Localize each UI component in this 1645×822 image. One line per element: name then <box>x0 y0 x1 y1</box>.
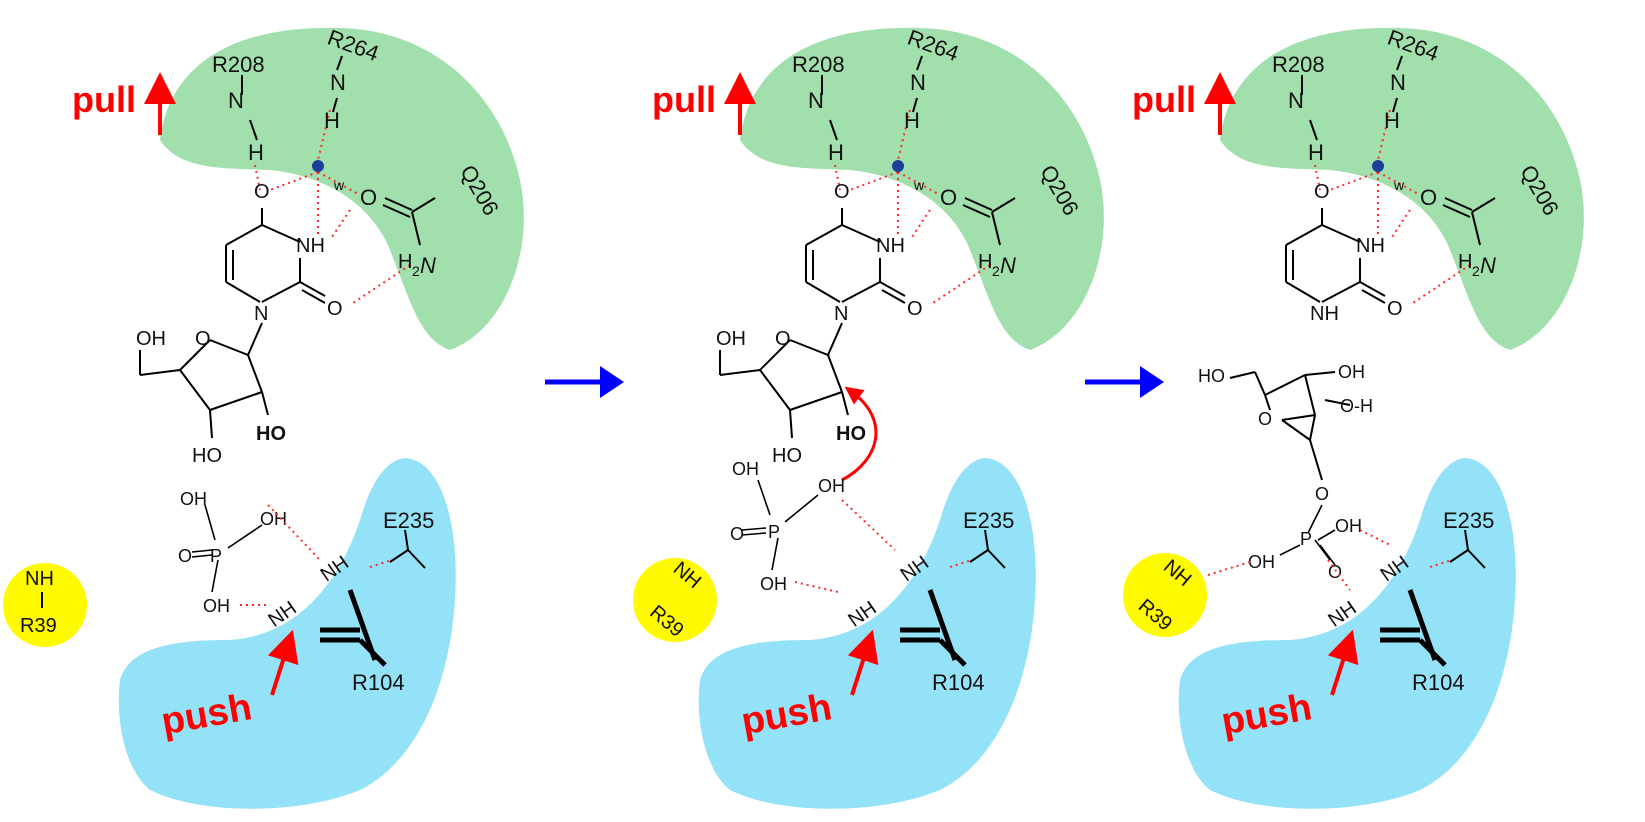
r39-circle <box>3 563 87 647</box>
ribose-o: O <box>195 328 211 350</box>
uracil-o2: O <box>1387 298 1403 320</box>
atom-h: H <box>828 140 844 165</box>
amide-sub: 2 <box>1472 263 1480 279</box>
atom-h2: H <box>324 108 340 133</box>
r1p-ho: HO <box>1198 366 1225 386</box>
residue-e235: E235 <box>1443 508 1494 533</box>
residue-r208: R208 <box>1272 52 1325 77</box>
atom-h: H <box>1308 140 1324 165</box>
water-label: w <box>1393 177 1405 193</box>
atom-n2: N <box>330 70 346 95</box>
ribose-o: O <box>775 328 791 350</box>
residue-r104: R104 <box>932 670 985 695</box>
residue-r208: R208 <box>792 52 845 77</box>
uracil-n1: N <box>254 303 268 325</box>
r39-circle <box>1123 553 1207 637</box>
push-arrow-icon <box>267 629 299 696</box>
phosphate-oh-right: OH <box>818 476 845 496</box>
r1p-oh: OH <box>1338 362 1365 382</box>
atom-h: H <box>248 140 264 165</box>
panel-3-product: pull R208 N H R264 N H w O Q206 H 2 N O … <box>1123 25 1584 809</box>
ribose-ho3: HO <box>772 445 802 467</box>
phosphate-p: P <box>1300 529 1312 549</box>
uracil-o2: O <box>907 298 923 320</box>
residue-e235: E235 <box>963 508 1014 533</box>
ribose-ho3: HO <box>192 445 222 467</box>
residue-r208: R208 <box>212 52 265 77</box>
ribose-ho2: HO <box>836 423 866 445</box>
phosphate-p: P <box>210 546 222 566</box>
atom-o-q206: O <box>360 185 377 210</box>
r1p-o-h: O-H <box>1340 396 1373 416</box>
uracil-nh: NH <box>1356 235 1385 257</box>
phosphate-oh-top: OH <box>732 459 759 479</box>
r39-label: R39 <box>20 615 57 637</box>
phosphate-oh-right: OH <box>1335 516 1362 536</box>
phosphate-o: O <box>178 546 192 566</box>
residue-r104: R104 <box>352 670 405 695</box>
phosphate-oh-bottom: OH <box>760 574 787 594</box>
panel-2-transition: pull R208 N H R264 N H w O Q206 H 2 N O … <box>633 25 1104 809</box>
uracil-o2: O <box>327 298 343 320</box>
atom-n: N <box>228 88 244 113</box>
nucleophilic-attack-arrow-icon <box>841 386 878 482</box>
uracil-o4: O <box>254 181 270 203</box>
phosphate-o: O <box>730 524 744 544</box>
amide-h: H <box>978 251 992 273</box>
atom-h2: H <box>904 108 920 133</box>
residue-r104: R104 <box>1412 670 1465 695</box>
amide-sub: 2 <box>992 263 1000 279</box>
atom-h2: H <box>1384 108 1400 133</box>
amide-h: H <box>1458 251 1472 273</box>
uracil-nh: NH <box>876 235 905 257</box>
amide-sub: 2 <box>412 263 420 279</box>
uracil-o4: O <box>1314 181 1330 203</box>
amide-n: N <box>1480 253 1496 278</box>
atom-n2: N <box>910 70 926 95</box>
uracil-n1: NH <box>1310 303 1339 325</box>
phosphate-oh-right: OH <box>260 509 287 529</box>
phosphate-o: O <box>1328 562 1342 582</box>
ribose-oh5: OH <box>716 328 746 350</box>
atom-n: N <box>1288 88 1304 113</box>
panel-1-substrate: pull R208 N H R264 N H w O Q206 H 2 N O … <box>3 25 524 809</box>
r1p-ring-o: O <box>1258 409 1272 429</box>
amide-n: N <box>1000 253 1016 278</box>
pull-label: pull <box>1132 79 1196 120</box>
atom-o-q206: O <box>940 185 957 210</box>
phosphate-oh-left: OH <box>1248 552 1275 572</box>
water-label: w <box>333 177 345 193</box>
r39-nh: NH <box>25 568 54 590</box>
push-arrow-icon <box>847 629 879 696</box>
push-arrow-icon <box>1327 629 1359 696</box>
uracil-n1: N <box>834 303 848 325</box>
r39-circle <box>633 558 717 642</box>
ribose-ho2: HO <box>256 423 286 445</box>
atom-n: N <box>808 88 824 113</box>
uracil-nh: NH <box>296 235 325 257</box>
phosphate-oh-bottom: OH <box>203 596 230 616</box>
amide-h: H <box>398 251 412 273</box>
atom-o-q206: O <box>1420 185 1437 210</box>
residue-e235: E235 <box>383 508 434 533</box>
uracil-o4: O <box>834 181 850 203</box>
ribose-oh5: OH <box>136 328 166 350</box>
pull-label: pull <box>652 79 716 120</box>
r1p-o-bridge: O <box>1315 484 1329 504</box>
water-label: w <box>913 177 925 193</box>
pull-label: pull <box>72 79 136 120</box>
atom-n2: N <box>1390 70 1406 95</box>
phosphate-p: P <box>768 522 780 542</box>
amide-n: N <box>420 253 436 278</box>
phosphate-oh-top: OH <box>180 489 207 509</box>
